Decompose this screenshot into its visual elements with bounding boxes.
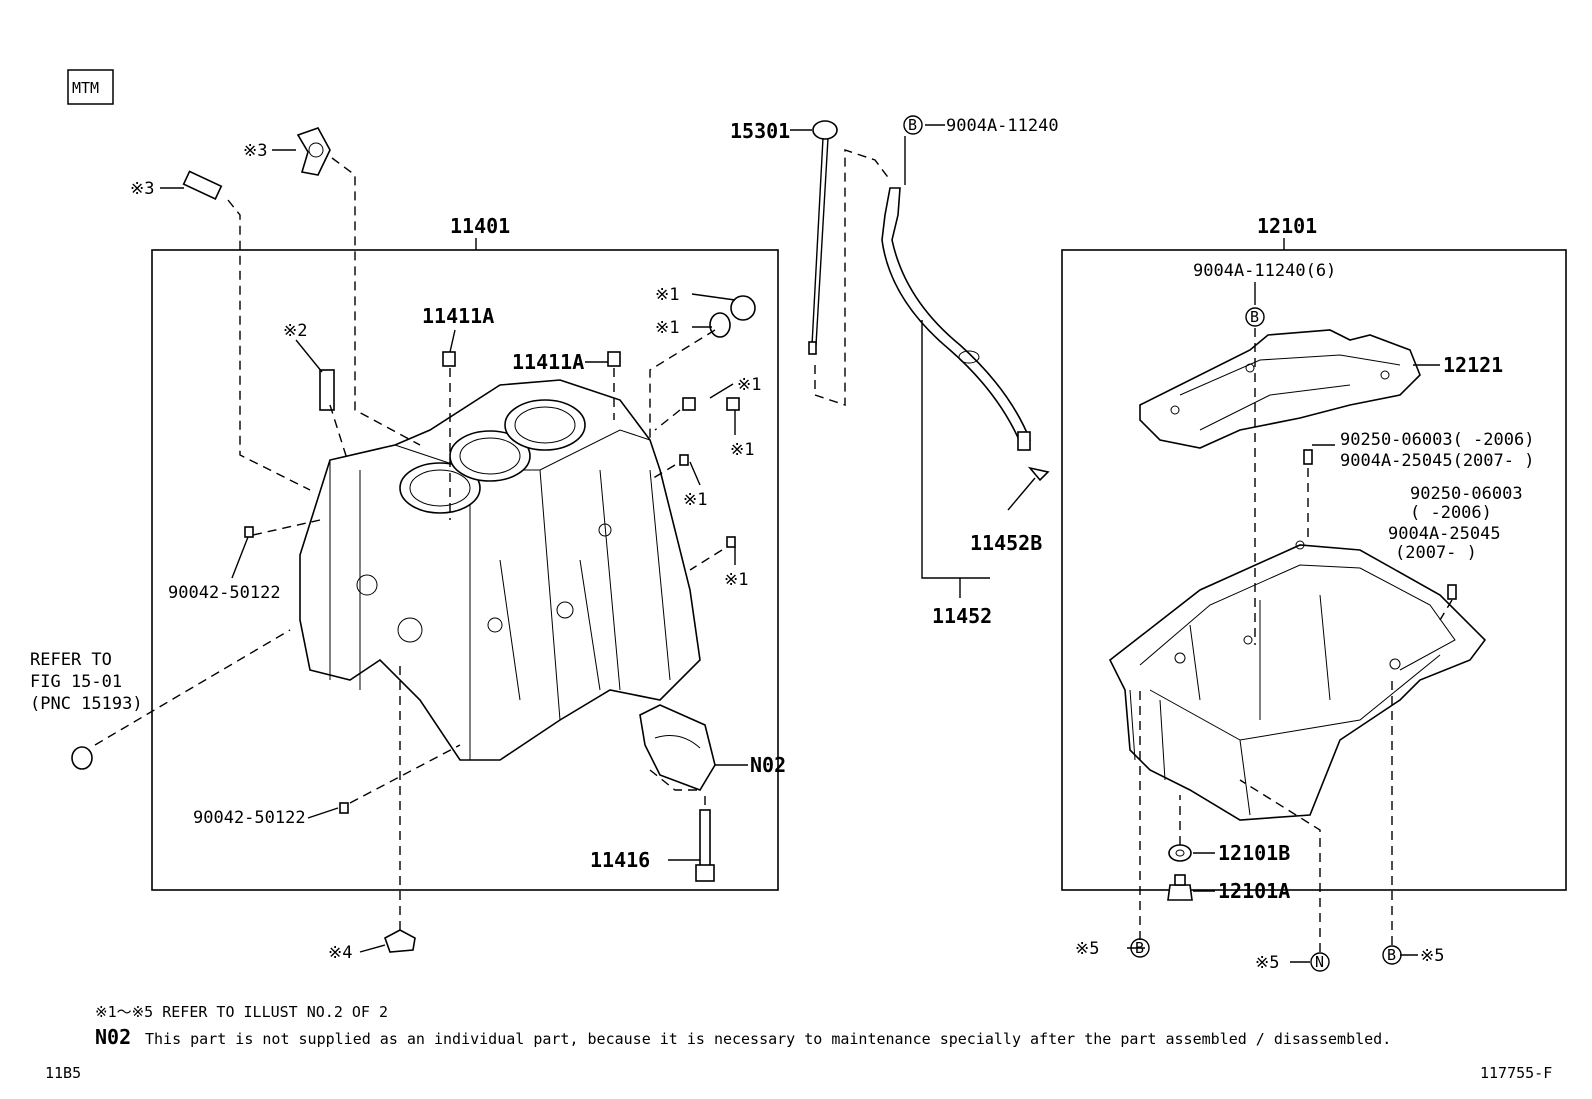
label-12101b: 12101B (1218, 841, 1290, 865)
ref-5-b: ※5 (1255, 953, 1279, 973)
label-bolt-b-line-3: 9004A-25045 (1388, 524, 1501, 544)
label-bolt-b-line-1: 90250-06003 (1410, 484, 1523, 504)
label-11411a-b: 11411A (512, 350, 584, 374)
refer-to-line-2: FIG 15-01 (30, 672, 122, 692)
label-12121: 12121 (1443, 353, 1503, 377)
block-small-parts (71, 127, 756, 953)
label-11416: 11416 (590, 848, 650, 872)
dipstick-leaders (790, 124, 1036, 598)
ref-3-a: ※3 (243, 141, 267, 161)
label-bolt-a-line-2: 9004A-25045(2007- ) (1340, 451, 1534, 471)
ref-1-d: ※1 (730, 440, 754, 460)
ref-1-b: ※1 (655, 318, 679, 338)
oil-pan-drawing (1108, 329, 1487, 901)
label-bolt-a-line-1: 90250-06003( -2006) (1340, 430, 1534, 450)
svg-text:N: N (1315, 953, 1324, 971)
ref-1-c: ※1 (737, 375, 761, 395)
ref-4: ※4 (328, 943, 352, 963)
note-refer-illust: ※1～※5 REFER TO ILLUST NO.2 OF 2 (95, 1003, 388, 1021)
ref-3-b: ※3 (130, 179, 154, 199)
ref-5-c: ※5 (1420, 946, 1444, 966)
label-9004a-11240: 9004A-11240 (946, 116, 1059, 136)
label-90042-50122-a: 90042-50122 (168, 583, 281, 603)
refer-to-line-1: REFER TO (30, 650, 112, 670)
block-dashed-guides (94, 157, 723, 930)
label-n02: N02 (750, 753, 786, 777)
svg-text:B: B (1135, 939, 1144, 957)
block-group-box (151, 249, 779, 891)
circle-mark-b-pan-top: B (1245, 307, 1265, 327)
block-leaders (160, 149, 748, 953)
circle-mark-n: N (1310, 952, 1330, 972)
label-90042-50122-b: 90042-50122 (193, 808, 306, 828)
label-9004a-11240-6: 9004A-11240(6) (1193, 261, 1336, 281)
label-11411a-a: 11411A (422, 304, 494, 328)
ref-2: ※2 (283, 321, 307, 341)
label-15301: 15301 (730, 119, 790, 143)
ref-1-a: ※1 (655, 285, 679, 305)
mtm-badge-frame (67, 69, 114, 105)
ref-1-e: ※1 (683, 490, 707, 510)
label-bolt-b-line-2: ( -2006) (1410, 503, 1492, 523)
svg-text:B: B (908, 116, 917, 134)
label-bolt-b-line-4: (2007- ) (1395, 543, 1477, 563)
ref-1-f: ※1 (724, 570, 748, 590)
svg-text:B: B (1387, 946, 1396, 964)
cylinder-block-drawing (299, 379, 701, 761)
pan-group-box (1061, 249, 1567, 891)
mtm-badge: MTM (72, 79, 99, 97)
ref-5-a: ※5 (1075, 939, 1099, 959)
label-12101: 12101 (1257, 214, 1317, 238)
label-11452: 11452 (932, 604, 992, 628)
circle-mark-b-bottom-right: B (1382, 945, 1402, 965)
label-11401: 11401 (450, 214, 510, 238)
circle-mark-b-bottom-left: B (1130, 938, 1150, 958)
note-n02-code: N02 (95, 1025, 131, 1049)
circle-mark-b-top: B (903, 115, 923, 135)
oil-pan-leaders (1127, 282, 1453, 963)
label-11452b: 11452B (970, 531, 1042, 555)
footer-right-code: 117755-F (1480, 1064, 1552, 1082)
dipstick-drawing (808, 120, 1050, 482)
label-12101a: 12101A (1218, 879, 1290, 903)
footer-left-code: 11B5 (45, 1064, 81, 1082)
refer-to-line-3: (PNC 15193) (30, 694, 143, 714)
note-n02-text: This part is not supplied as an individu… (145, 1030, 1391, 1048)
svg-text:B: B (1250, 308, 1259, 326)
